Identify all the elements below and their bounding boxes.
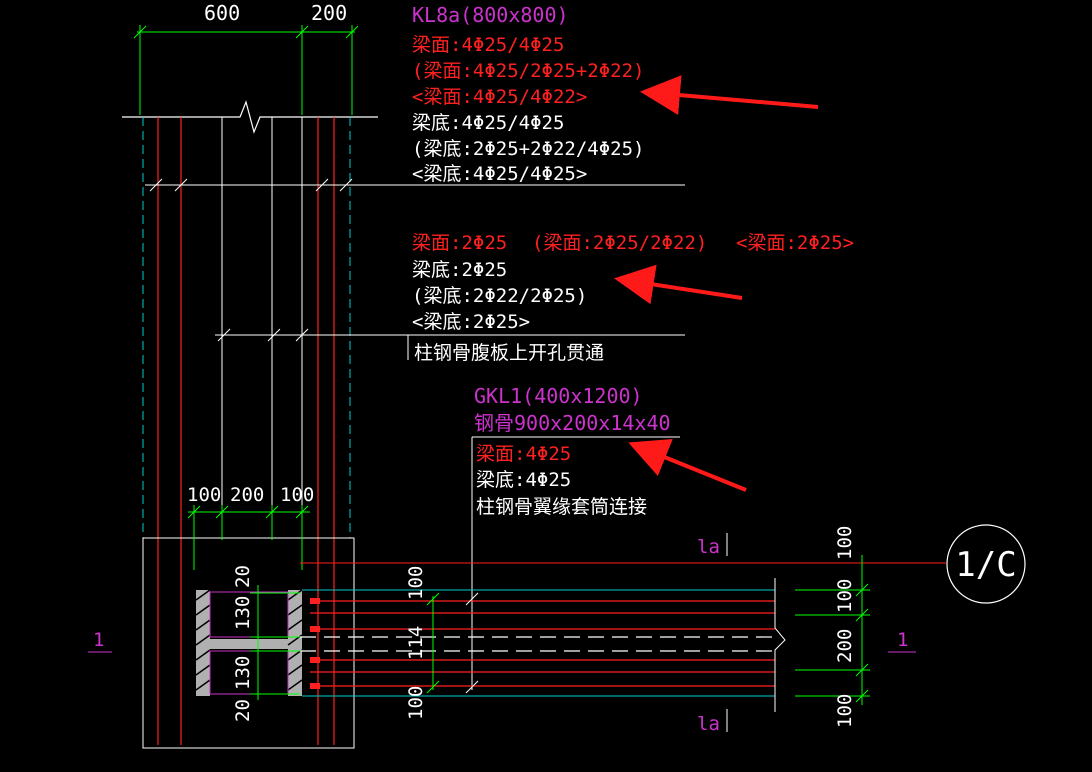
mid-vdim-114: 114 — [405, 626, 427, 660]
col-dim-100b: 100 — [280, 484, 314, 506]
col-dim-100a: 100 — [187, 484, 221, 506]
kl8a-title: KL8a(800x800) — [412, 3, 569, 27]
arrow-2 — [614, 264, 743, 305]
column-box — [142, 537, 355, 749]
mid-top-bar-1: 梁面:2Φ25 — [412, 232, 507, 254]
arrow-1 — [640, 75, 819, 116]
gkl-note: 柱钢骨翼缘套筒连接 — [476, 496, 647, 518]
gkl-bottom-bar: 梁底:4Φ25 — [476, 469, 571, 491]
right-vdim-200: 200 — [834, 629, 856, 663]
kl8a-top-bar-1: 梁面:4Φ25/4Φ25 — [412, 34, 564, 56]
leader-ticks — [149, 178, 353, 342]
axis-label: 1/C — [955, 545, 1016, 585]
gkl-steel: 钢骨900x200x14x40 — [474, 411, 671, 435]
la-top: la — [697, 536, 720, 558]
kl8a-top-bar-3: <梁面:4Φ25/4Φ22> — [412, 86, 587, 108]
left-vdim — [250, 585, 300, 700]
gkl-annotation: GKL1(400x1200) 钢骨900x200x14x40 梁面:4Φ25 梁… — [474, 384, 671, 518]
top-dim-600: 600 — [204, 1, 240, 25]
mid-vdim-100b: 100 — [405, 686, 427, 720]
la-bottom: la — [697, 713, 720, 735]
right-vdim — [795, 555, 870, 705]
kl8a-bottom-bar-1: 梁底:4Φ25/4Φ25 — [412, 112, 564, 134]
mid-note: 柱钢骨腹板上开孔贯通 — [414, 342, 604, 364]
top-dim-200: 200 — [311, 1, 347, 25]
steel-h-section — [195, 589, 303, 696]
col-dim-200: 200 — [230, 484, 264, 506]
leader-lines — [145, 184, 685, 690]
column-cover-lines — [142, 117, 351, 538]
mid-bottom-bar-3: <梁底:2Φ25> — [412, 311, 530, 333]
section-mark-left: 1 — [93, 629, 104, 651]
right-vdim-100b: 100 — [834, 579, 856, 613]
mid-bottom-bar-1: 梁底:2Φ25 — [412, 259, 507, 281]
gkl-title: GKL1(400x1200) — [474, 384, 643, 408]
kl8a-annotation: KL8a(800x800) 梁面:4Φ25/4Φ25 (梁面:4Φ25/2Φ25… — [412, 3, 644, 185]
mid-annotation: 梁面:2Φ25 (梁面:2Φ25/2Φ22) <梁面:2Φ25> 梁底:2Φ25… — [412, 232, 854, 364]
left-vdim-20a: 20 — [232, 565, 254, 588]
connector-plates — [209, 591, 289, 695]
kl8a-bottom-bar-3: <梁底:4Φ25/4Φ25> — [412, 163, 587, 185]
section-mark-right: 1 — [897, 629, 908, 651]
axis-bubble: 1/C — [946, 524, 1026, 604]
right-vdim-100a: 100 — [834, 526, 856, 560]
column-steel-lines — [221, 117, 303, 538]
break-line — [122, 100, 378, 134]
top-dimension — [133, 25, 359, 115]
kl8a-top-bar-2: (梁面:4Φ25/2Φ25+2Φ22) — [412, 60, 644, 82]
mid-vdim-100a: 100 — [405, 566, 427, 600]
column-section: 100 200 100 — [88, 484, 916, 749]
mid-top-bar-2: (梁面:2Φ25/2Φ22) — [532, 232, 707, 254]
mid-bottom-bar-2: (梁底:2Φ22/2Φ25) — [412, 285, 587, 307]
mid-top-bar-3: <梁面:2Φ25> — [736, 232, 854, 254]
gkl-beam: la la 100 114 100 100 100 — [300, 526, 946, 735]
arrow-3 — [628, 438, 747, 492]
left-vdim-20b: 20 — [232, 699, 254, 722]
highlight-arrows — [614, 75, 819, 492]
col-dimension — [187, 505, 310, 570]
right-vdim-100c: 100 — [834, 694, 856, 728]
column-upper: 600 200 — [122, 1, 685, 745]
left-vdim-130b: 130 — [232, 656, 254, 690]
column-rebars — [157, 117, 335, 745]
left-vdim-130a: 130 — [232, 596, 254, 630]
kl8a-bottom-bar-2: (梁底:2Φ25+2Φ22/4Φ25) — [412, 138, 644, 160]
gkl-top-bar: 梁面:4Φ25 — [476, 443, 571, 465]
